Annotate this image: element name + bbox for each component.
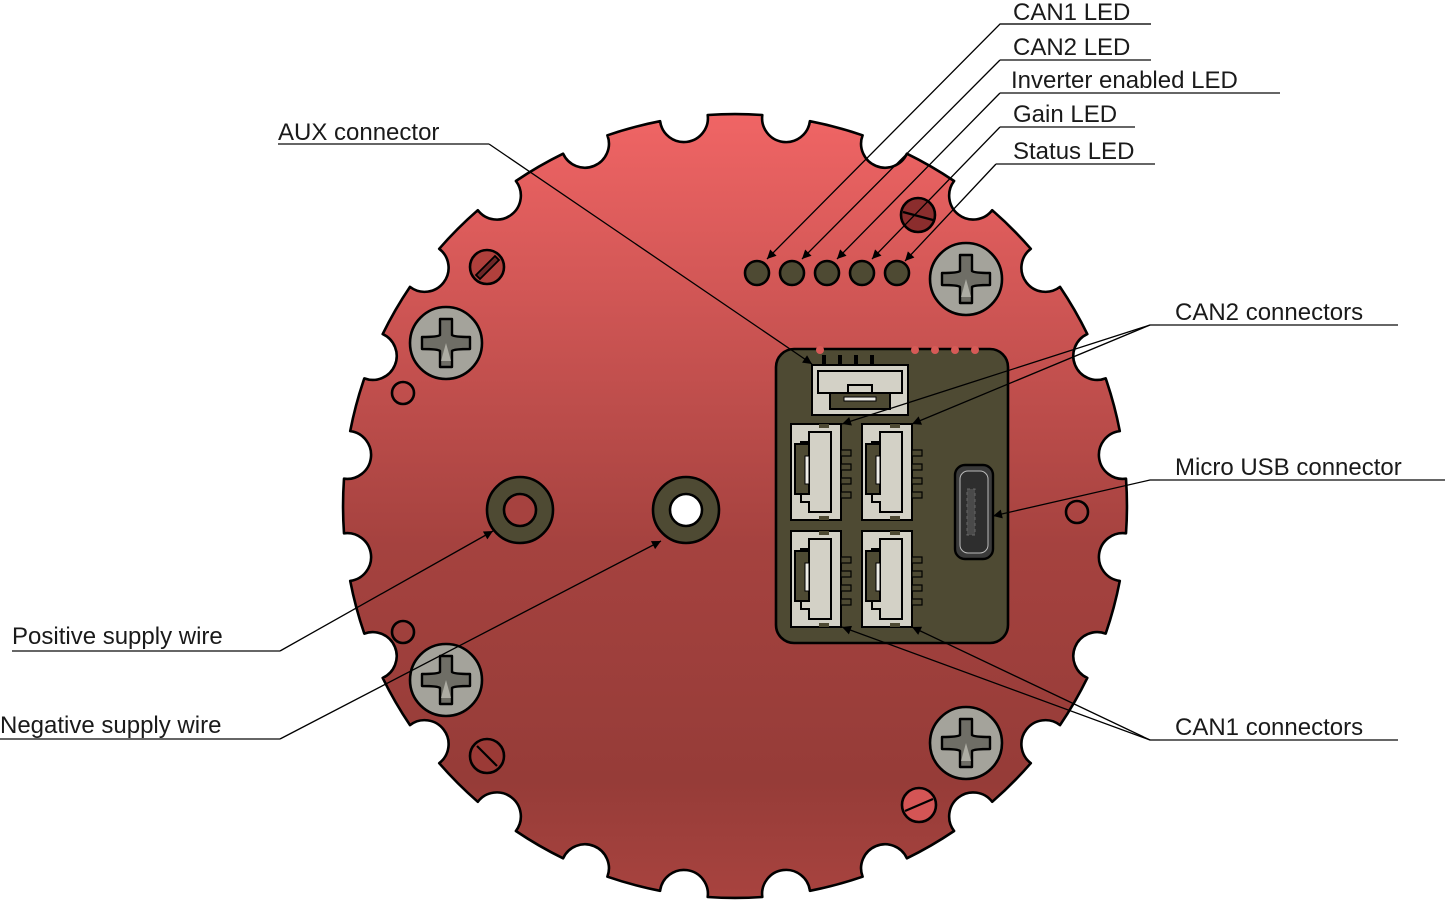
leader-can2-connectors-2 [911, 324, 1151, 425]
led-icon-status [883, 259, 911, 287]
aux-connector [811, 355, 909, 416]
can1-connector-left [790, 530, 852, 628]
leader-micro-usb [992, 479, 1160, 519]
can1-connector-right [861, 530, 923, 628]
phillips-screw-icon [928, 705, 1004, 781]
label-status-led: Status LED [1013, 138, 1134, 165]
small-hole [390, 380, 416, 406]
micro-usb-connector [953, 463, 995, 561]
leader-aux-connector [488, 143, 813, 365]
label-micro-usb-connector: Micro USB connector [1175, 454, 1402, 481]
led-icon-can2 [778, 259, 806, 287]
leader-can1-connectors-2 [911, 626, 1151, 741]
label-positive-supply-wire: Positive supply wire [12, 623, 223, 650]
label-gain-led: Gain LED [1013, 101, 1117, 128]
negative-supply-terminal [651, 475, 721, 545]
led-icon-gain [848, 259, 876, 287]
phillips-screw-icon [928, 241, 1004, 317]
positive-supply-terminal [485, 475, 555, 545]
leader-can2-led [801, 59, 1001, 260]
slotted-screw-icon [900, 786, 938, 824]
label-can2-led: CAN2 LED [1013, 34, 1130, 61]
leader-negative-supply [279, 540, 662, 740]
slotted-screw-icon [468, 737, 506, 775]
label-can1-led: CAN1 LED [1013, 0, 1130, 26]
leader-positive-supply [279, 530, 494, 652]
small-hole [390, 619, 416, 645]
label-can2-connectors: CAN2 connectors [1175, 299, 1363, 326]
leader-inverter-enabled-led [836, 92, 1001, 260]
slotted-screw-icon [899, 196, 937, 234]
led-icon-can1 [743, 259, 771, 287]
slotted-screw-icon [468, 248, 506, 286]
label-inverter-enabled-led: Inverter enabled LED [1011, 67, 1238, 94]
connector-area-notches [816, 346, 979, 354]
small-hole [1064, 499, 1090, 525]
leader-status-led [904, 163, 997, 262]
label-aux-connector: AUX connector [278, 119, 439, 146]
can2-connector-right [861, 423, 923, 521]
label-can1-connectors: CAN1 connectors [1175, 714, 1363, 741]
label-negative-supply-wire: Negative supply wire [0, 712, 221, 739]
leader-gain-led [871, 126, 1001, 260]
phillips-screw-icon [408, 642, 484, 718]
phillips-screw-icon [408, 305, 484, 381]
can2-connector-left [790, 423, 852, 521]
led-icon-inverter-enabled [813, 259, 841, 287]
board-outline [341, 112, 1129, 900]
